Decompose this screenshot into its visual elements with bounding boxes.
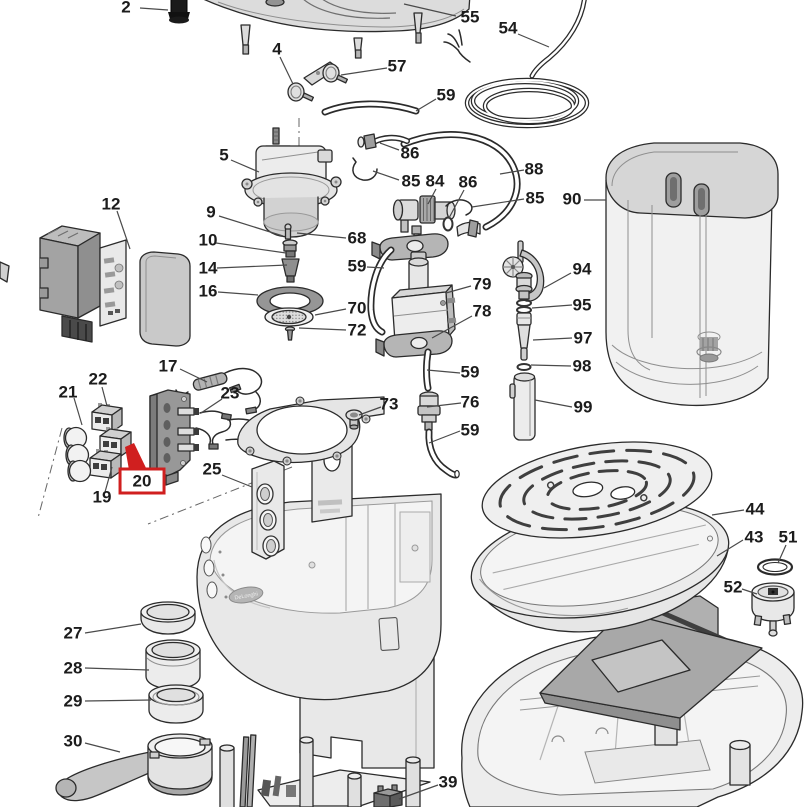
part-9-10-14-valve-stack bbox=[281, 223, 300, 283]
part-bottom-posts bbox=[219, 734, 431, 807]
part-20-switch bbox=[99, 427, 132, 457]
part-54-power-cord bbox=[443, 0, 590, 129]
axis-line bbox=[37, 427, 63, 519]
part-86-oring-fitting bbox=[442, 216, 481, 238]
part-51-oring bbox=[756, 558, 794, 576]
part-16-gasket bbox=[256, 286, 324, 316]
part-4-57-clamps bbox=[287, 61, 349, 102]
part-44-drip-grid bbox=[481, 441, 713, 539]
part-25-bezel bbox=[251, 460, 285, 560]
part-28-basket bbox=[145, 639, 201, 690]
part-88-hose bbox=[400, 131, 521, 231]
part-85-clip-top bbox=[352, 157, 378, 181]
part-79-pump bbox=[391, 251, 457, 350]
highlight-pointer bbox=[125, 443, 147, 470]
part-main-housing: DeLonghi bbox=[196, 493, 442, 769]
part-22-switch bbox=[91, 403, 123, 433]
part-switch-panel bbox=[149, 389, 199, 486]
part-90-water-tank bbox=[605, 142, 779, 407]
part-76-valve bbox=[417, 391, 441, 431]
part-21-buttons bbox=[63, 426, 92, 483]
part-55-top-lid bbox=[203, 0, 471, 59]
part-12-control-board bbox=[39, 225, 191, 347]
part-99-sleeve bbox=[509, 372, 536, 441]
brand-badge: DeLonghi bbox=[234, 591, 258, 601]
part-59-tube-top bbox=[321, 100, 420, 116]
part-59-tube-pump-inlet bbox=[367, 246, 395, 336]
leader-lines bbox=[73, 3, 787, 800]
part-78-pump-mount bbox=[375, 330, 453, 358]
edge-fragment bbox=[0, 261, 10, 283]
part-30-portafilter bbox=[55, 733, 213, 802]
part-85-clip-right bbox=[445, 199, 473, 216]
part-73-grommet bbox=[345, 409, 363, 430]
part-43-drip-tray bbox=[470, 501, 730, 633]
part-86-fitting-top bbox=[357, 133, 410, 150]
part-5-boiler bbox=[241, 127, 342, 238]
part-97-nozzle bbox=[516, 312, 532, 361]
part-59-tube-curved bbox=[425, 428, 460, 479]
part-70-shower-screen bbox=[264, 307, 314, 327]
part-19-switch bbox=[89, 449, 122, 479]
part-95-orings bbox=[516, 299, 532, 314]
part-17-thermal-fuse bbox=[175, 367, 263, 415]
part-98-oring bbox=[516, 363, 532, 371]
part-59-tube-straight bbox=[423, 348, 432, 392]
part-27-basket bbox=[140, 601, 196, 635]
part-29-basket bbox=[148, 684, 204, 724]
part-2-knob bbox=[168, 0, 190, 24]
part-52-float-valve bbox=[751, 582, 795, 637]
part-72-screw bbox=[284, 326, 296, 341]
part-94-steam-tap bbox=[502, 240, 545, 302]
part-84-valve bbox=[392, 195, 456, 245]
part-39-block bbox=[373, 784, 403, 807]
